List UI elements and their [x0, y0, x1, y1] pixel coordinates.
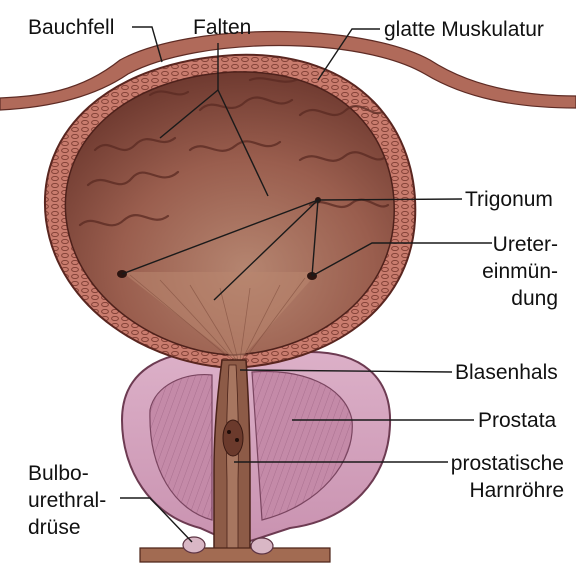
label-glatte-muskulatur: glatte Muskulatur	[384, 17, 544, 42]
label-ureter-line3: dung	[470, 286, 558, 311]
bulbourethral-gland-left	[183, 537, 205, 553]
bulbourethral-gland-right	[251, 538, 273, 554]
label-harnroehre-line2: Harnröhre	[430, 478, 564, 503]
seminal-colliculus	[223, 420, 243, 456]
label-falten: Falten	[193, 15, 251, 40]
label-bauchfell: Bauchfell	[28, 15, 114, 40]
pelvic-floor	[140, 548, 330, 562]
label-ureter-line1: Ureter-	[470, 232, 558, 257]
label-bulbo-line1: Bulbo-	[28, 461, 89, 486]
label-bulbo-line3: drüse	[28, 515, 81, 540]
urethra-lumen	[227, 365, 239, 556]
label-ureter-line2: einmün-	[470, 259, 558, 284]
label-prostata: Prostata	[478, 408, 556, 433]
label-trigonum: Trigonum	[465, 187, 553, 212]
label-bulbo-line2: urethral-	[28, 488, 106, 513]
label-blasenhals: Blasenhals	[455, 360, 558, 385]
label-harnroehre-line1: prostatische	[430, 451, 564, 476]
